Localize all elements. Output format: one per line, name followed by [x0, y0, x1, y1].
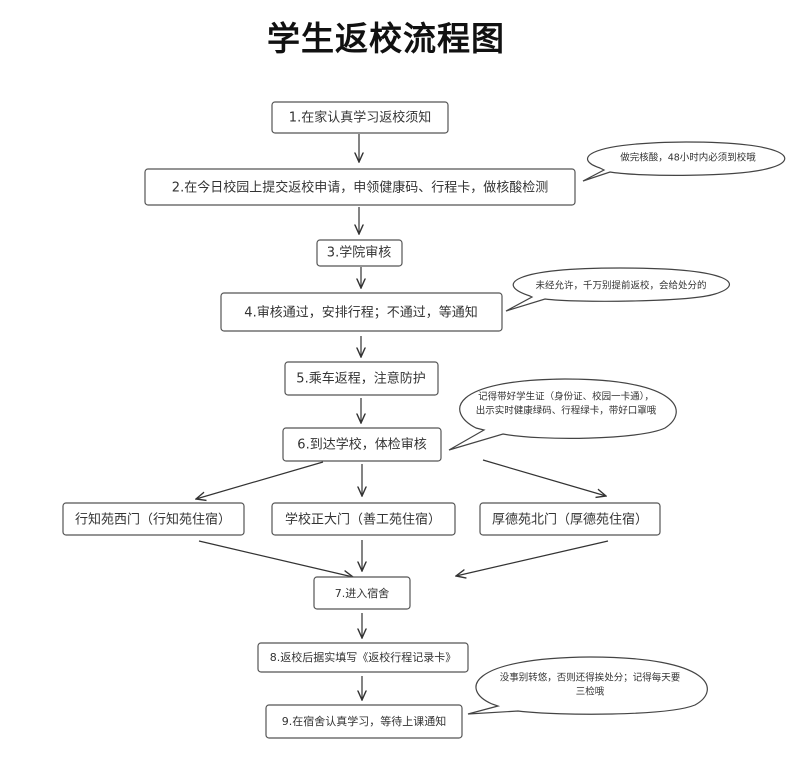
- step-6-box: 6.到达学校，体检审核: [282, 427, 442, 462]
- callout-3-line-1: 记得带好学生证（身份证、校园一卡通），: [478, 391, 654, 403]
- callout-stay-in-dorm: 没事别转悠，否则还得挨处分；记得每天要 三检哦: [467, 656, 708, 715]
- callout-2-line-1: 未经允许，千万别提前返校，会给处分的: [535, 280, 706, 292]
- callout-no-early-return: 未经允许，千万别提前返校，会给处分的: [505, 267, 731, 312]
- step-7-box: 7.进入宿舍: [313, 576, 411, 610]
- step-5-box: 5.乘车返程，注意防护: [284, 361, 439, 396]
- edge-gate-north-n7: [456, 540, 609, 576]
- gate-west-box: 行知苑西门（行知苑住宿）: [62, 502, 245, 536]
- step-1-box: 1.在家认真学习返校须知: [271, 101, 449, 134]
- callout-4-line-2: 三检哦: [576, 686, 605, 698]
- step-6-label: 6.到达学校，体检审核: [297, 437, 426, 453]
- edges: [196, 134, 609, 700]
- callout-bring-documents: 记得带好学生证（身份证、校园一卡通）， 出示实时健康绿码、行程绿卡，带好口罩哦: [448, 378, 677, 451]
- step-1-label: 1.在家认真学习返校须知: [289, 110, 431, 126]
- edge-n6-gate-west: [196, 461, 324, 499]
- step-9-label: 9.在宿舍认真学习，等待上课通知: [282, 714, 447, 728]
- step-2-box: 2.在今日校园上提交返校申请，申领健康码、行程卡，做核酸检测: [144, 168, 576, 206]
- diagram-title: 学生返校流程图: [267, 19, 505, 58]
- callout-nucleic-acid: 做完核酸，48小时内必须到校哦: [582, 141, 786, 182]
- edge-gate-west-n7: [198, 540, 353, 577]
- step-8-box: 8.返校后据实填写《返校行程记录卡》: [257, 642, 469, 673]
- gate-north-box: 厚德苑北门（厚德苑住宿）: [479, 502, 661, 536]
- gate-west-label: 行知苑西门（行知苑住宿）: [75, 512, 231, 528]
- step-4-box: 4.审核通过，安排行程；不通过，等通知: [220, 292, 503, 332]
- gate-main-label: 学校正大门（善工苑住宿）: [285, 512, 441, 528]
- step-3-label: 3.学院审核: [327, 245, 391, 261]
- step-7-label: 7.进入宿舍: [335, 586, 390, 600]
- callout-4-line-1: 没事别转悠，否则还得挨处分；记得每天要: [500, 672, 681, 684]
- gate-north-label: 厚德苑北门（厚德苑住宿）: [492, 512, 648, 528]
- edge-n6-gate-north: [482, 459, 606, 496]
- step-9-box: 9.在宿舍认真学习，等待上课通知: [265, 704, 463, 739]
- step-5-label: 5.乘车返程，注意防护: [296, 371, 425, 387]
- step-4-label: 4.审核通过，安排行程；不通过，等通知: [244, 305, 477, 321]
- step-8-label: 8.返校后据实填写《返校行程记录卡》: [270, 650, 457, 664]
- gate-main-box: 学校正大门（善工苑住宿）: [271, 502, 456, 536]
- step-2-label: 2.在今日校园上提交返校申请，申领健康码、行程卡，做核酸检测: [172, 180, 548, 196]
- callout-1-line-1: 做完核酸，48小时内必须到校哦: [620, 152, 756, 164]
- step-3-box: 3.学院审核: [316, 239, 403, 267]
- callout-3-line-2: 出示实时健康绿码、行程绿卡，带好口罩哦: [476, 405, 657, 417]
